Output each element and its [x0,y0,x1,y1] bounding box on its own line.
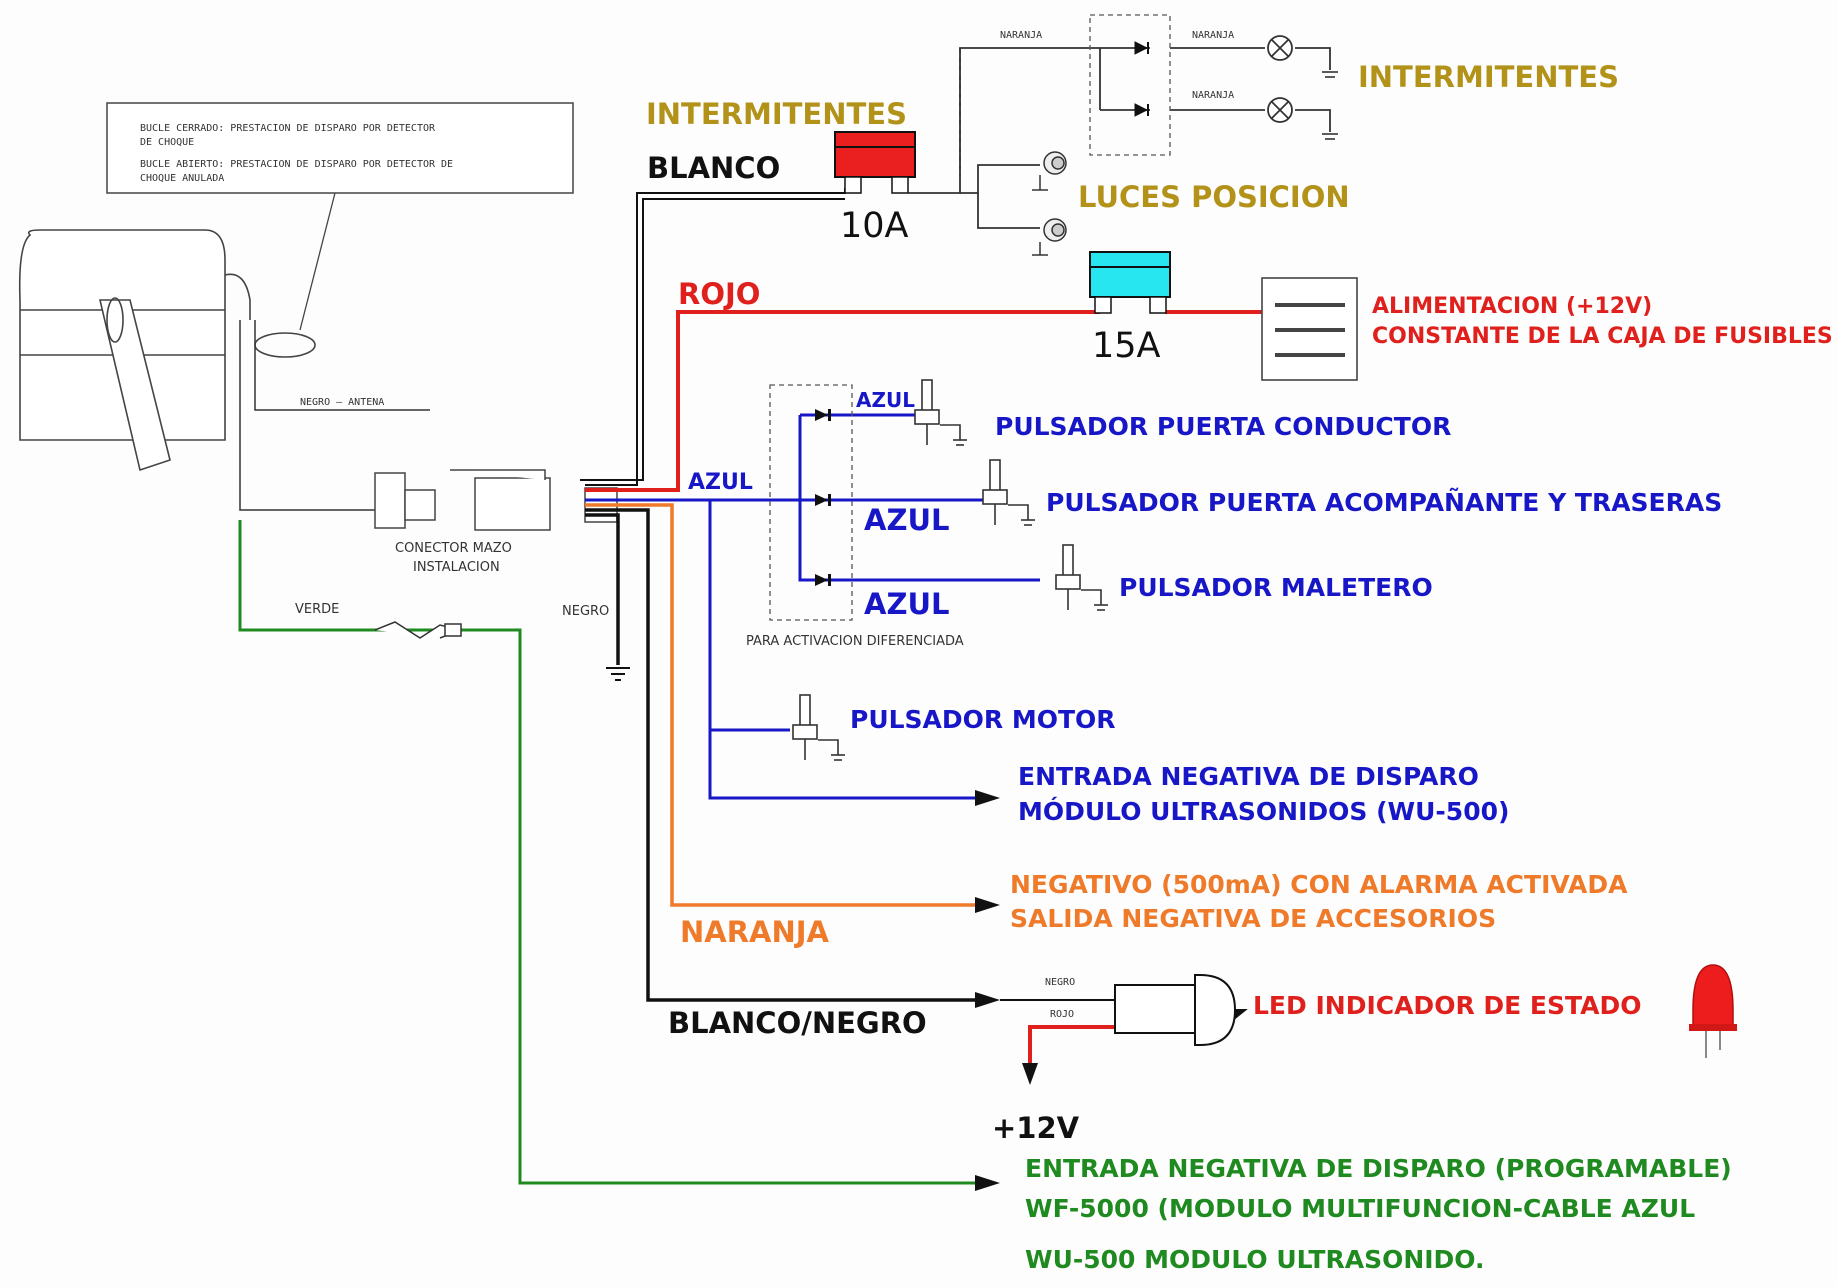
plus12-label: +12V [992,1111,1080,1145]
programable-line-2: WF-5000 (MODULO MULTIFUNCION-CABLE AZUL [1025,1194,1695,1223]
fuse-15a [1089,251,1171,314]
red-wire [585,310,1100,492]
black-wire [585,508,985,1002]
blanco-negro-label: BLANCO/NEGRO [668,1006,927,1040]
azul-low-label: AZUL [864,587,950,621]
programable-line-3: WU-500 MODULO ULTRASONIDO. [1025,1245,1485,1274]
pulsador-motor-label: PULSADOR MOTOR [850,705,1116,734]
intermitentes-left-label: INTERMITENTES [646,97,907,131]
naranja-label: NARANJA [680,915,830,949]
fuse-box [1261,277,1358,381]
entrada-negativa-line-1: ENTRADA NEGATIVA DE DISPARO [1018,762,1479,791]
antenna-wire [239,320,430,511]
azul-small-label: AZUL [856,388,915,412]
connector-label-2: INSTALACION [413,560,500,575]
note-line-3: BUCLE ABIERTO: PRESTACION DE DISPARO POR… [140,159,453,170]
door-diodes [815,409,831,586]
note-line-1: BUCLE CERRADO: PRESTACION DE DISPARO POR… [140,123,436,134]
led-indicador-label: LED INDICADOR DE ESTADO [1253,991,1641,1020]
rojo-led-label: ROJO [1050,1009,1074,1020]
bulb-grounds [1322,71,1338,140]
blue-wire [585,413,1040,800]
blinker-bulbs [1267,35,1293,123]
naranja-right-label-2: NARANJA [1192,90,1234,101]
verde-connector [374,621,463,639]
entrada-negativa-line-2: MÓDULO ULTRASONIDOS (WU-500) [1018,796,1509,826]
note-line-2: DE CHOQUE [140,137,194,148]
led-connector [1000,974,1248,1070]
activacion-label: PARA ACTIVACION DIFERENCIADA [746,634,964,649]
arrow-heads [975,790,1000,1191]
rojo-label: ROJO [678,277,760,311]
connector-label-1: CONECTOR MAZO [395,541,512,556]
programable-line-1: ENTRADA NEGATIVA DE DISPARO (PROGRAMABLE… [1025,1154,1732,1183]
diode-set-top [1134,41,1149,117]
alimentacion-line-2: CONSTANTE DE LA CAJA DE FUSIBLES [1372,324,1833,349]
note-box: BUCLE CERRADO: PRESTACION DE DISPARO POR… [106,102,574,331]
led-icon [1689,964,1737,1058]
position-lights [1032,151,1067,256]
negativo-line-1: NEGATIVO (500mA) CON ALARMA ACTIVADA [1010,870,1628,899]
alimentacion-line-1: ALIMENTACION (+12V) [1372,294,1652,319]
negro-label: NEGRO [562,604,609,619]
pulsador-acompanante-label: PULSADOR PUERTA ACOMPAÑANTE Y TRASERAS [1046,488,1722,517]
intermitentes-wiring [908,47,1331,229]
ground-symbol [606,667,630,681]
azul-main-label: AZUL [688,470,753,495]
pulsador-conductor-label: PULSADOR PUERTA CONDUCTOR [995,412,1451,441]
note-line-4: CHOQUE ANULADA [140,173,224,184]
naranja-top-label: NARANJA [1000,30,1042,41]
fuse-10a-label: 10A [840,206,909,246]
azul-mid-label: AZUL [864,503,950,537]
luces-posicion-label: LUCES POSICION [1078,180,1350,214]
negro-led-label: NEGRO [1045,977,1075,988]
intermitentes-right-label: INTERMITENTES [1358,60,1619,94]
fuse-15a-label: 15A [1092,326,1161,366]
ground-wire [585,513,620,665]
blanco-label: BLANCO [647,151,780,185]
verde-label: VERDE [295,602,339,617]
fuse-10a [834,131,916,194]
negro-antena-label: NEGRO — ANTENA [300,397,384,408]
door-switches [792,379,1108,761]
negativo-line-2: SALIDA NEGATIVA DE ACCESORIOS [1010,904,1496,933]
white-wire [580,188,846,486]
alarm-unit [18,229,316,472]
green-wire [238,520,985,1185]
pulsador-maletero-label: PULSADOR MALETERO [1119,573,1433,602]
plus12-arrow [1022,1063,1038,1085]
naranja-right-label-1: NARANJA [1192,30,1234,41]
orange-wire [585,503,985,907]
